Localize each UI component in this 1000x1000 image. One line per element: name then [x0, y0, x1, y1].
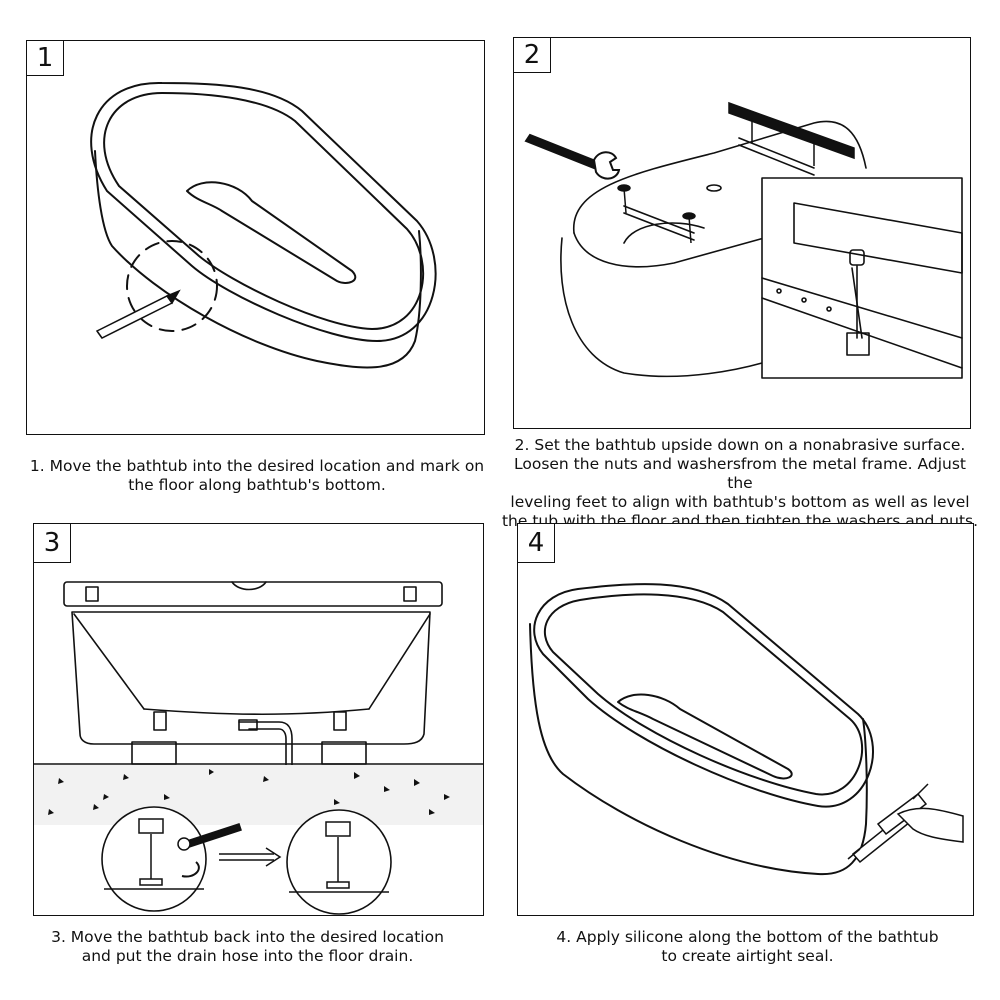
step-4-caption-line-2: to create airtight seal. [661, 947, 834, 965]
step-1-caption-line-1: 1. Move the bathtub into the desired loc… [29, 457, 485, 475]
step-3-caption-line-2: and put the drain hose into the floor dr… [81, 947, 414, 965]
step-1-caption-line-2: the floor along bathtub's bottom. [128, 476, 386, 494]
step-2-illustration [514, 38, 971, 429]
step-1-caption: 1. Move the bathtub into the desired loc… [12, 457, 502, 495]
step-2-caption-line-3: leveling feet to align with bathtub's bo… [510, 493, 970, 511]
floor [34, 765, 483, 825]
step-4-caption: 4. Apply silicone along the bottom of th… [510, 928, 985, 966]
step-2-caption: 2. Set the bathtub upside down on a nona… [500, 436, 980, 531]
step-4-number: 4 [518, 524, 555, 563]
tub-outer-rim [91, 83, 435, 341]
step-3-caption-line-1: 3. Move the bathtub back into the desire… [51, 928, 444, 946]
tub-upside-down-outline [574, 121, 866, 233]
mark-circle [127, 241, 217, 331]
step-2-caption-line-2: Loosen the nuts and washersfrom the meta… [513, 455, 966, 492]
step-3-caption: 3. Move the bathtub back into the desire… [20, 928, 475, 966]
detail-inset [762, 178, 962, 378]
step-4-caption-line-1: 4. Apply silicone along the bottom of th… [556, 928, 939, 946]
step-1-panel: 1 [26, 40, 485, 435]
detail-circle-before [102, 807, 206, 911]
metal-frame [624, 138, 814, 240]
rotate-arrow-icon [182, 862, 199, 877]
drain-hose [239, 722, 292, 779]
tub-outer-rim [534, 584, 873, 807]
level-tool-icon [729, 103, 854, 166]
tub-inner-seat [618, 695, 792, 779]
step-2-caption-line-1: 2. Set the bathtub upside down on a nona… [514, 436, 966, 454]
pencil-icon [97, 291, 179, 338]
tub-inner-seat [187, 182, 355, 283]
tub-side-view [72, 612, 430, 744]
step-3-number: 3 [34, 524, 71, 563]
wrench-icon [526, 135, 619, 179]
step-3-illustration [34, 524, 483, 916]
tub-body [95, 151, 421, 368]
step-2-number: 2 [514, 38, 551, 73]
step-1-number: 1 [27, 41, 64, 76]
step-2-panel: 2 [513, 37, 971, 429]
tub-inner-rim [104, 93, 423, 329]
tub-side [561, 238, 762, 376]
tub-inner-rim [545, 594, 862, 794]
caulk-gun-icon [848, 784, 963, 862]
detail-circle-after [287, 810, 391, 914]
step-3-panel: 3 [33, 523, 484, 916]
step-4-illustration [518, 524, 974, 916]
wrench-icon [178, 824, 241, 850]
step-4-panel: 4 [517, 523, 974, 916]
step-1-illustration [27, 41, 485, 435]
level-bar [64, 582, 442, 606]
tub-body [530, 624, 867, 874]
